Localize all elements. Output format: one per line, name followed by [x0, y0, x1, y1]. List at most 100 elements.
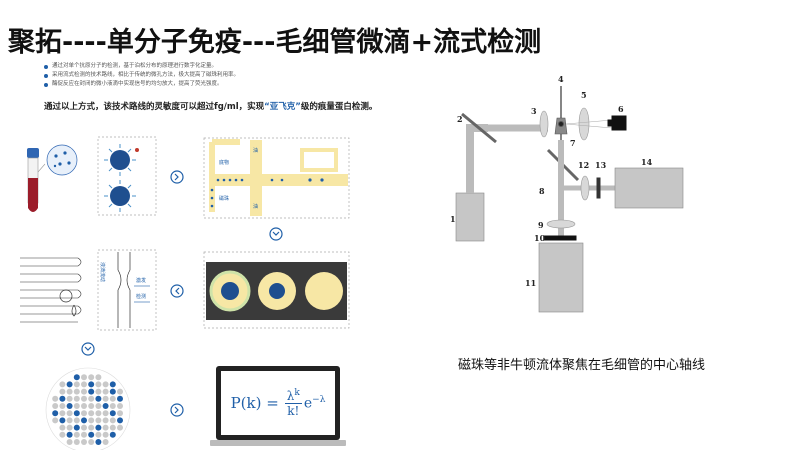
setup-label-9: 9 [538, 220, 544, 230]
chip-label-substrate: 底物 [219, 159, 229, 166]
setup-label-8: 8 [539, 186, 545, 196]
array-bead [73, 374, 80, 381]
array-bead [88, 381, 95, 388]
array-bead [109, 424, 116, 431]
back-arrow-icon [170, 284, 184, 298]
microfluidic-chip-panel: 底物 磁珠 油 油 [203, 137, 350, 219]
capillary-label-excitation: 激发 [136, 277, 146, 284]
bead-icon [104, 180, 136, 212]
setup-caption: 磁珠等非牛顿流体聚焦在毛细管的中心轴线 [458, 358, 706, 373]
array-bead [109, 403, 116, 409]
setup-label-13: 13 [595, 160, 607, 170]
array-bead [73, 431, 80, 438]
array-bead [73, 395, 80, 402]
array-bead [88, 417, 95, 424]
equation-fraction: λk k! [284, 388, 302, 418]
array-bead [66, 381, 73, 388]
array-bead [81, 439, 87, 445]
equation-lhs: P(k) = [230, 394, 279, 412]
array-bead [109, 431, 116, 438]
array-bead [81, 417, 87, 424]
array-bead [73, 403, 80, 409]
array-bead [88, 410, 95, 417]
array-bead [117, 410, 123, 417]
capillary-label-detection: 检测 [136, 293, 146, 300]
array-bead [102, 388, 109, 395]
array-bead [109, 395, 116, 402]
summary-highlight: “亚飞克” [264, 102, 301, 112]
array-bead [66, 403, 73, 409]
array-bead [73, 388, 80, 395]
array-bead [59, 403, 66, 409]
array-bead [95, 395, 102, 402]
array-bead [73, 417, 80, 424]
setup-label-2: 2 [457, 114, 463, 124]
array-bead [52, 410, 59, 417]
array-bead [81, 424, 87, 431]
array-bead [109, 417, 116, 424]
setup-label-7: 7 [570, 138, 576, 148]
next-step-arrow-icon [170, 170, 184, 184]
bullet-item: 通过对单个抗原分子的检测，基于泊松分布的原理进行数字化定量。 [44, 62, 239, 71]
array-bead [66, 417, 73, 424]
setup-number-labels: 1 2 3 4 5 6 7 8 9 10 11 12 13 14 [450, 74, 653, 288]
array-bead [81, 395, 87, 402]
array-bead [102, 381, 109, 388]
setup-label-12: 12 [578, 160, 589, 170]
array-bead [66, 424, 73, 431]
array-bead [95, 388, 102, 395]
array-bead [109, 388, 116, 395]
capillary-label-flow: 液滴流动 [99, 262, 106, 282]
array-bead [66, 431, 73, 438]
array-bead [66, 388, 73, 395]
array-bead [52, 417, 59, 424]
summary-text: 通过以上方式，该技术路线的灵敏度可以超过fg/ml，实现“亚飞克”级的痕量蛋白检… [44, 100, 377, 112]
array-bead [52, 403, 59, 409]
array-bead [102, 410, 109, 417]
laptop-icon [210, 366, 346, 446]
array-bead [117, 388, 123, 395]
array-bead [88, 395, 95, 402]
array-bead [59, 410, 66, 417]
bead-icon [104, 144, 139, 176]
array-bead [117, 403, 123, 409]
array-bead [88, 424, 95, 431]
down-arrow-icon [81, 342, 95, 356]
setup-label-6: 6 [618, 104, 624, 114]
optical-setup-diagram [455, 86, 684, 313]
setup-label-10: 10 [534, 233, 546, 243]
setup-label-4: 4 [558, 74, 564, 84]
array-bead [59, 431, 66, 438]
setup-label-14: 14 [641, 157, 653, 167]
array-bead [59, 381, 66, 388]
array-bead [81, 388, 87, 395]
array-bead [59, 417, 66, 424]
array-bead [59, 388, 66, 395]
array-bead [102, 395, 109, 402]
bullet-list: 通过对单个抗原分子的检测，基于泊松分布的原理进行数字化定量。 采用流式检测的技术… [44, 62, 239, 89]
bullet-item: 酶促反应在封闭的微小液滴中实现信号的均匀放大，提高了荧光强度。 [44, 80, 239, 89]
array-bead [66, 395, 73, 402]
array-bead [102, 403, 109, 409]
array-bead [66, 439, 73, 445]
array-bead [88, 388, 95, 395]
array-bead [95, 381, 102, 388]
array-bead [88, 431, 95, 438]
array-bead [52, 395, 59, 402]
chip-label-beads: 磁珠 [219, 195, 229, 202]
array-bead [95, 374, 102, 381]
array-bead [73, 424, 80, 431]
sample-tube-icon [27, 144, 78, 212]
capillary-coil-panel: 液滴流动 激发 检测 [20, 249, 157, 331]
bullet-item: 采用流式检测的技术路线，相比于传统的微孔方法，极大提高了磁珠利用率。 [44, 71, 239, 80]
equation-denominator: k! [287, 404, 300, 418]
array-bead [95, 417, 102, 424]
setup-label-11: 11 [525, 278, 536, 288]
array-bead [88, 439, 95, 445]
array-bead [95, 431, 102, 438]
summary-prefix: 通过以上方式，该技术路线的灵敏度可以超过fg/ml，实现 [44, 102, 265, 112]
array-bead [117, 417, 123, 424]
array-bead [73, 410, 80, 417]
bead-array-outline [45, 367, 131, 450]
